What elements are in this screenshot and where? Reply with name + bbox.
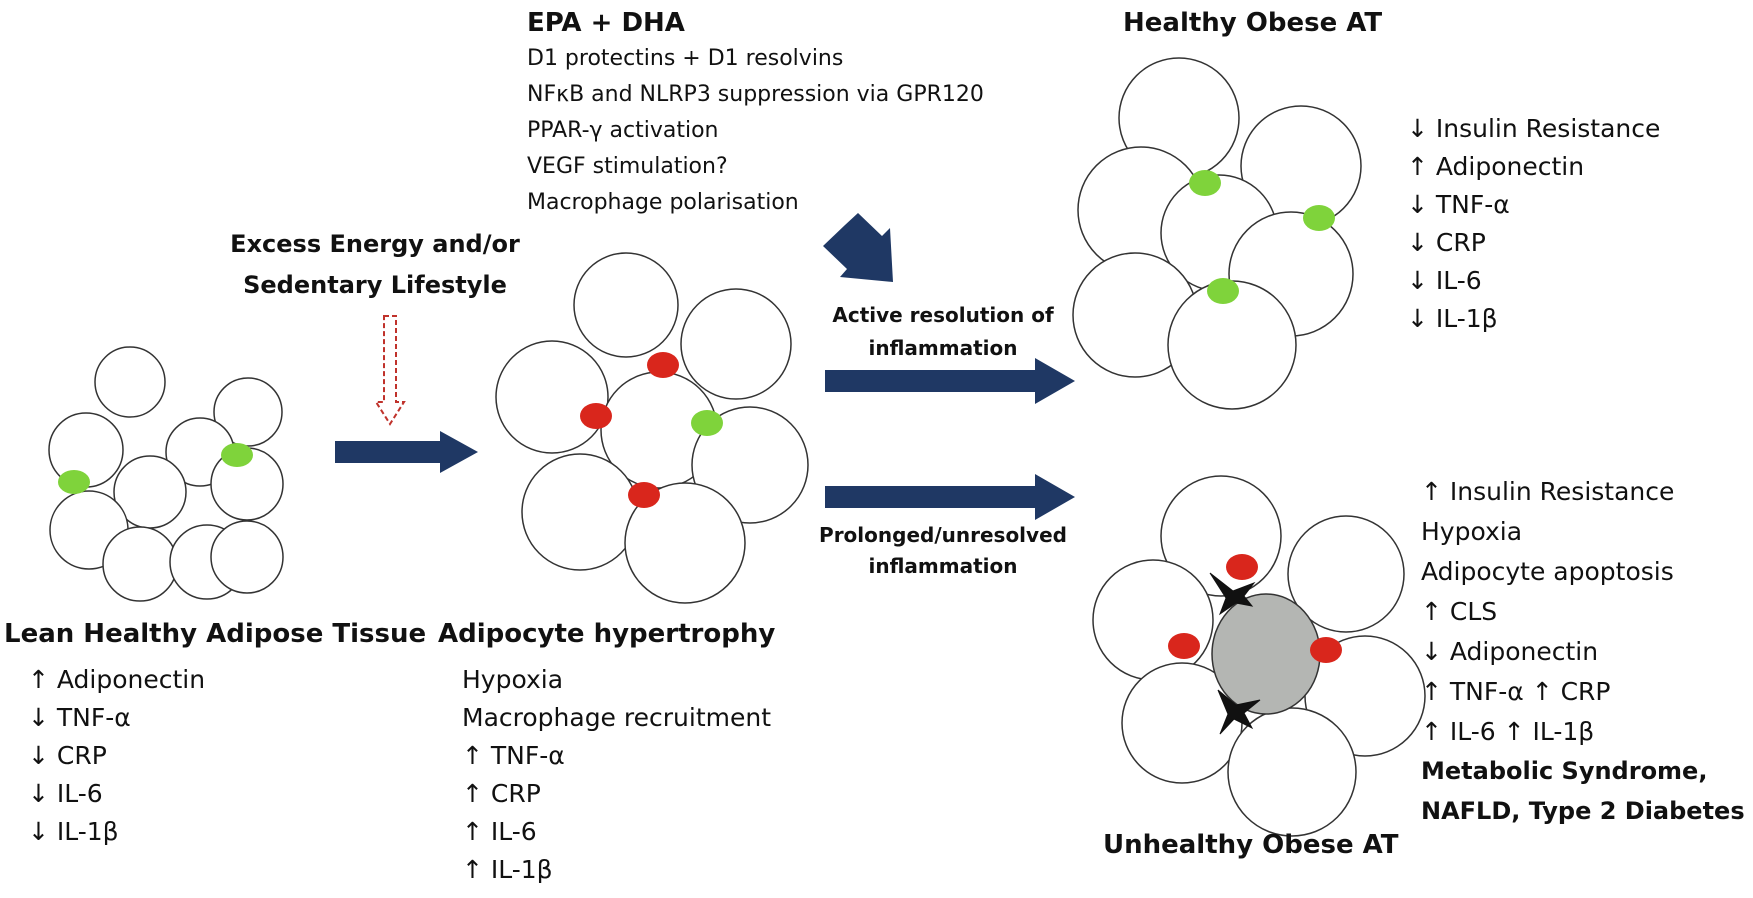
healthy-obese-cluster	[1072, 57, 1362, 410]
m2-macrophage	[1189, 170, 1221, 196]
epa-dha-title: EPA + DHA	[527, 8, 685, 38]
m2-macrophage	[221, 443, 253, 467]
adipocyte	[691, 406, 809, 524]
unhealthy-obese-outcome: NAFLD, Type 2 Diabetes	[1421, 797, 1745, 825]
m1-macrophage	[1310, 637, 1342, 663]
adipocyte	[213, 377, 283, 447]
arrow-trigger-dashed-icon	[374, 315, 406, 426]
adipocyte	[1092, 559, 1214, 681]
adipocyte	[94, 346, 166, 418]
healthy-obese-item: ↑ Adiponectin	[1407, 152, 1585, 181]
healthy-obese-item: ↓ CRP	[1407, 228, 1486, 257]
unhealthy-obese-item: Adipocyte apoptosis	[1421, 557, 1674, 586]
unhealthy-obese-cluster	[1092, 475, 1426, 837]
m1-macrophage	[1226, 554, 1258, 580]
adipocyte	[624, 482, 746, 604]
hypertrophy-macrophages	[580, 352, 723, 508]
unhealthy-obese-outcome: Metabolic Syndrome,	[1421, 757, 1708, 785]
arrow-epa-dha-icon	[823, 213, 893, 282]
hypertrophy-item: Hypoxia	[462, 665, 564, 694]
m2-macrophage	[1303, 205, 1335, 231]
adipocyte	[521, 453, 639, 571]
lean-macrophages	[58, 443, 253, 494]
epa-dha-item: VEGF stimulation?	[527, 154, 728, 179]
hypertrophy-item: Macrophage recruitment	[462, 703, 771, 732]
m1-macrophage	[647, 352, 679, 378]
unhealthy-obese-item: ↑ TNF-α ↑ CRP	[1421, 677, 1611, 706]
lean-item: ↓ IL-6	[28, 779, 103, 808]
healthy-obese-macrophages	[1189, 170, 1335, 304]
trigger-label: Excess Energy and/or	[230, 230, 520, 258]
hypertrophy-item: ↑ IL-6	[462, 817, 537, 846]
healthy-obese-title: Healthy Obese AT	[1123, 8, 1383, 38]
adipocyte	[1227, 707, 1357, 837]
m1-macrophage	[628, 482, 660, 508]
healthy-obese-item: ↓ TNF-α	[1407, 190, 1510, 219]
lean-item: ↓ TNF-α	[28, 703, 131, 732]
adipocyte	[495, 340, 609, 454]
epa-dha-item: PPAR-γ activation	[527, 118, 719, 143]
adipocyte	[680, 288, 792, 400]
hypertrophy-item: ↑ TNF-α	[462, 741, 565, 770]
trigger-label: Sedentary Lifestyle	[243, 271, 507, 299]
adipocyte	[102, 526, 178, 602]
lean-item: ↓ CRP	[28, 741, 107, 770]
m1-macrophage	[580, 403, 612, 429]
lean-adipose-cluster	[48, 346, 284, 602]
resolution-label: Active resolution of	[832, 303, 1054, 327]
adipocyte	[210, 520, 284, 594]
arrow-lean-to-hypertrophy-icon	[335, 431, 478, 473]
unhealthy-obese-macrophages	[1168, 554, 1342, 663]
m2-macrophage	[58, 470, 90, 494]
unresolved-label: Prolonged/unresolved	[819, 523, 1067, 547]
arrows	[335, 213, 1075, 520]
healthy-obese-item: ↓ Insulin Resistance	[1407, 114, 1661, 143]
unhealthy-obese-item: ↑ Insulin Resistance	[1421, 477, 1675, 506]
epa-dha-item: Macrophage polarisation	[527, 190, 799, 215]
hypertrophy-item: ↑ IL-1β	[462, 855, 553, 884]
resolution-label: inflammation	[868, 336, 1018, 360]
hypertrophy-title: Adipocyte hypertrophy	[438, 619, 776, 649]
epa-dha-item: NFκB and NLRP3 suppression via GPR120	[527, 82, 984, 107]
unhealthy-obese-item: ↑ IL-6 ↑ IL-1β	[1421, 717, 1595, 746]
hypertrophy-cluster	[495, 252, 809, 604]
lean-item: ↑ Adiponectin	[28, 665, 206, 694]
hypertrophy-item: ↑ CRP	[462, 779, 541, 808]
arrow-active-resolution-icon	[825, 358, 1075, 404]
m2-macrophage	[1207, 278, 1239, 304]
crown-like-structures	[1209, 572, 1261, 735]
arrow-unresolved-icon	[825, 474, 1075, 520]
adipocyte	[1287, 515, 1405, 633]
unresolved-label: inflammation	[868, 554, 1018, 578]
epa-dha-item: D1 protectins + D1 resolvins	[527, 46, 844, 71]
cls-star-icon	[1217, 689, 1261, 735]
unhealthy-obese-item: Hypoxia	[1421, 517, 1523, 546]
unhealthy-obese-item: ↓ Adiponectin	[1421, 637, 1599, 666]
cls-star-icon	[1209, 572, 1256, 616]
lean-title: Lean Healthy Adipose Tissue	[4, 619, 427, 649]
healthy-obese-item: ↓ IL-6	[1407, 266, 1482, 295]
unhealthy-obese-dead-cell	[1211, 593, 1321, 715]
m2-macrophage	[691, 410, 723, 436]
lean-item: ↓ IL-1β	[28, 817, 119, 846]
healthy-obese-item: ↓ IL-1β	[1407, 304, 1498, 333]
unhealthy-obese-item: ↑ CLS	[1421, 597, 1498, 626]
unhealthy-obese-title: Unhealthy Obese AT	[1103, 830, 1399, 860]
dead-adipocyte	[1211, 593, 1321, 715]
adipocyte	[573, 252, 679, 358]
m1-macrophage	[1168, 633, 1200, 659]
